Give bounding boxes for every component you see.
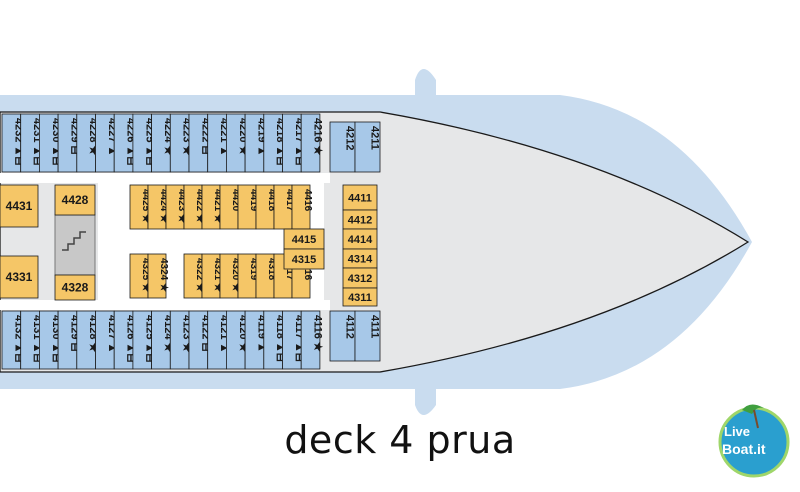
cabin-number: 4211 <box>369 126 381 150</box>
cabin-number: 4212 <box>344 126 356 150</box>
cabin-number: 4328 <box>62 281 89 295</box>
cabin-4431[interactable]: 4431 <box>0 184 39 228</box>
cabin-4414[interactable]: 4414 <box>342 228 378 250</box>
cabin-4324[interactable]: 4324 ★ <box>147 253 169 299</box>
cabin-number: 4420 <box>230 189 241 212</box>
cabin-4325[interactable]: 4325 ★ <box>129 253 151 299</box>
cabin-4111[interactable]: 4111 <box>354 310 381 362</box>
stairwell <box>54 214 96 276</box>
cabin-4328[interactable]: 4328 <box>54 274 96 301</box>
cabin-number: 4325 ★ <box>140 258 151 292</box>
cabin-number: 4417 <box>284 189 295 212</box>
cabin-4112[interactable]: 4112 <box>329 310 356 362</box>
cabin-4311[interactable]: 4311 <box>342 287 378 307</box>
cabin-number: 4425 ★ <box>140 189 151 223</box>
cabin-4216[interactable]: 4216 ★ <box>300 113 324 173</box>
cabin-4312[interactable]: 4312 <box>342 267 378 289</box>
cabin-number: 4321 ★ <box>212 258 223 292</box>
cabin-number: 4319 <box>248 258 259 281</box>
cabin-number: 4415 <box>292 234 316 246</box>
liveboat-logo: Live Boat.it <box>718 404 790 478</box>
cabin-number: 4111 <box>369 315 381 338</box>
cabin-number: 4314 <box>348 254 373 266</box>
cabin-4416[interactable]: 4416 <box>291 184 313 230</box>
stairs-icon <box>62 231 86 251</box>
cabin-4314[interactable]: 4314 <box>342 248 378 269</box>
cabin-number: 4112 <box>344 315 356 339</box>
cabin-number: 4422 ★ <box>194 189 205 223</box>
cabin-4212[interactable]: 4212 <box>329 121 356 173</box>
cabin-4411[interactable]: 4411 <box>342 184 378 211</box>
cabin-number: 4423 ★ <box>176 189 187 223</box>
cabin-number: 4412 <box>348 215 372 227</box>
cabin-4116[interactable]: 4116 ★ <box>300 310 324 370</box>
cabin-4331[interactable]: 4331 <box>0 255 39 299</box>
cabin-number: 4116 ★ <box>312 315 324 352</box>
cabin-number: 4312 <box>348 273 372 285</box>
cabin-4211[interactable]: 4211 <box>354 121 381 173</box>
cabin-number: 4431 <box>6 199 33 213</box>
corridor-bottom <box>0 300 330 310</box>
cabin-number: 4318 <box>266 258 277 281</box>
cabin-number: 4322 ★ <box>194 258 205 292</box>
deck-plan: 4232 ▲⊟4231 ▲⊟4230 ▲⊟4229 ⊟4228 ★4227 ▲4… <box>0 69 752 415</box>
cabin-number: 4315 <box>292 254 316 266</box>
corridor-top <box>0 173 330 183</box>
cabin-number: 4416 <box>302 189 313 212</box>
cabin-number: 4419 <box>248 189 259 212</box>
cabin-number: 4311 <box>348 292 372 304</box>
cabin-number: 4320 ★ <box>230 258 241 292</box>
cabin-number: 4418 <box>266 189 277 212</box>
cabin-number: 4331 <box>6 270 33 284</box>
cabin-4415[interactable]: 4415 <box>283 228 325 250</box>
cabin-number: 4414 <box>348 234 373 246</box>
logo-line-2: Boat.it <box>722 441 766 457</box>
cabin-4412[interactable]: 4412 <box>342 209 378 230</box>
deck-caption: deck 4 prua <box>284 418 516 462</box>
cabin-number: 4424 ★ <box>158 189 169 223</box>
cabin-number: 4411 <box>348 193 372 205</box>
cabin-4315[interactable]: 4315 <box>283 248 325 270</box>
cabin-number: 4216 ★ <box>312 118 324 156</box>
logo-line-1: Live <box>724 424 750 439</box>
cabin-number: 4324 ★ <box>158 258 169 292</box>
cabin-number: 4421 ★ <box>212 189 223 223</box>
cabin-number: 4428 <box>62 193 89 207</box>
cabin-4428[interactable]: 4428 <box>54 184 96 216</box>
